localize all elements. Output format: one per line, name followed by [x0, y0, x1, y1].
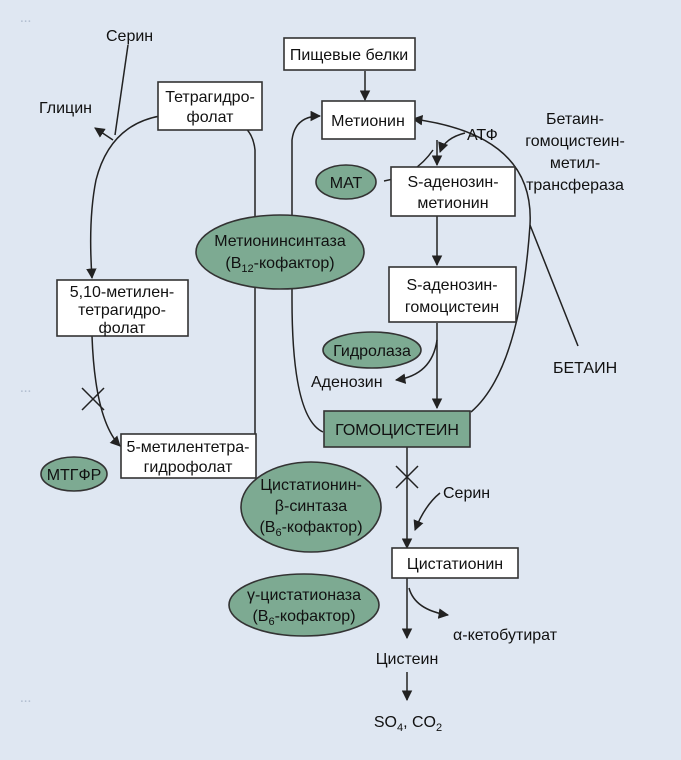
arrow-thf-to-methylene: [86, 115, 161, 280]
arrow-ms-remethylation: [291, 110, 324, 433]
cgl-label: γ-цистатионаза: [247, 587, 361, 604]
hydrolase-label: Гидролаза: [333, 343, 411, 360]
sah-label: S-аденозин-: [406, 277, 497, 294]
methionine-synthase-label: Метионинсинтаза: [214, 233, 346, 250]
arrow-bhmt-remethylation: [411, 115, 531, 413]
bhmt-label: гомоцистеин-: [525, 133, 625, 150]
line-betaine: [529, 224, 579, 347]
hydrolase-enzyme: [322, 331, 422, 369]
homocysteine-label: ГОМОЦИСТЕИН: [335, 422, 459, 439]
mat-label: МАТ: [330, 175, 363, 192]
cbs-enzyme: [240, 461, 382, 553]
cystathionine-label: Цистатионин: [407, 556, 503, 573]
methylene-thf-box: [56, 279, 189, 337]
sah-label: гомоцистеин: [405, 299, 499, 316]
methyl-thf-label: 5-метилентетра-: [127, 439, 250, 456]
adenosine-label: Аденозин: [311, 374, 383, 391]
glycine-label: Глицин: [39, 100, 92, 117]
betaine-label: БЕТАИН: [553, 360, 617, 377]
arrow-atp: [438, 132, 466, 153]
cbs-label: (B6-кофактор): [259, 519, 362, 539]
cysteine-label: Цистеин: [376, 651, 439, 668]
arrow-methylene-to-methyl: [91, 335, 121, 447]
mat-enzyme: [315, 164, 377, 200]
arrow-ms-to-thf: [223, 115, 256, 200]
methyl-thf-box: [120, 433, 257, 479]
ketobutyrate-label: α-кетобутират: [453, 627, 558, 644]
serine-bottom-label: Серин: [443, 485, 490, 502]
arrow-serine-bottom: [413, 492, 441, 531]
arrow-glycine: [94, 127, 114, 141]
arrow-to-adenosine: [394, 339, 438, 384]
homocysteine-box: [323, 410, 471, 448]
thf-label: фолат: [187, 109, 235, 126]
methyl-thf-label: гидрофолат: [144, 459, 234, 476]
food-proteins-label: Пищевые белки: [290, 47, 408, 64]
sah-box: [388, 266, 517, 323]
mthfr-label: МТГФР: [47, 467, 102, 484]
methionine-synthase-label: (B12-кофактор): [225, 255, 334, 275]
sam-label: метионин: [417, 195, 488, 212]
methionine-label: Метионин: [331, 113, 405, 130]
cbs-label: β-синтаза: [275, 498, 348, 515]
mthfr-enzyme: [40, 456, 108, 492]
block-mark-mthfr: [81, 387, 105, 411]
serine-top-label: Серин: [106, 28, 153, 45]
food-proteins-box: [283, 37, 416, 71]
cystathionine-box: [391, 547, 519, 579]
atp-label: АТФ: [467, 127, 498, 144]
bhmt-label: Бетаин-: [546, 111, 604, 128]
methylene-thf-label: 5,10-метилен-: [70, 284, 175, 301]
methionine-synthase-enzyme: [195, 214, 365, 290]
bhmt-label: метил-: [550, 155, 600, 172]
cgl-enzyme: [228, 573, 380, 637]
arrow-ketobutyrate: [408, 587, 450, 619]
line-serine-top: [114, 44, 129, 136]
cbs-label: Цистатионин-: [260, 477, 362, 494]
sam-label: S-аденозин-: [407, 174, 498, 191]
thf-label: Тетрагидро-: [165, 89, 255, 106]
methionine-box: [321, 100, 416, 140]
products-label: SO4, CO2: [374, 714, 442, 734]
thf-box: [157, 81, 263, 131]
sam-box: [390, 166, 516, 217]
methylene-thf-label: фолат: [99, 320, 147, 337]
methylene-thf-label: тетрагидро-: [78, 302, 166, 319]
cgl-label: (B6-кофактор): [252, 608, 355, 628]
block-mark-cbs: [395, 465, 419, 489]
bhmt-label: трансфераза: [526, 177, 624, 194]
